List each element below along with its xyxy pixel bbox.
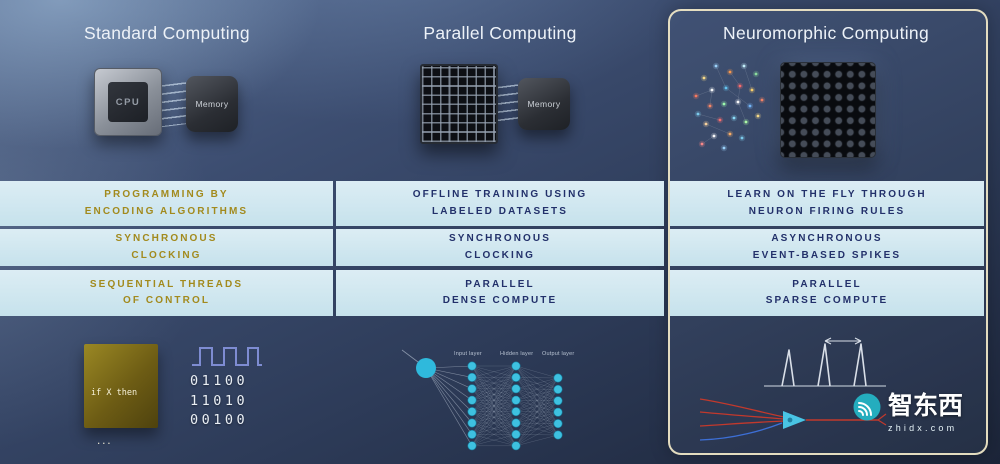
neural-network-svg: [401, 349, 563, 451]
memory-box-parallel: Memory: [518, 78, 570, 130]
cpu-die: CPU: [108, 82, 148, 122]
binary-line: 11010: [190, 392, 249, 409]
neural-network-figure: Input layer Hidden layer Output layer: [398, 334, 603, 460]
nn-layer-label: Output layer: [542, 351, 575, 357]
header-parallel-computing: Parallel Computing: [423, 23, 577, 43]
cpu-chip-figure: CPU: [94, 68, 162, 136]
code-snippet-figure: if X then ... else ...: [84, 344, 158, 447]
memory-label: Memory: [527, 99, 561, 109]
binary-line: 00100: [190, 412, 249, 429]
binary-line: 01100: [190, 373, 249, 389]
nn-layer-label: Input layer: [454, 351, 482, 357]
band-cell-standard-2: SYNCHRONOUS CLOCKING: [0, 229, 333, 266]
zhidx-logo-icon: [853, 393, 881, 421]
code-line: ...: [91, 436, 112, 447]
nn-layer-label: Hidden layer: [500, 351, 534, 357]
watermark-name: 智东西: [888, 391, 964, 420]
band-cell-parallel-1: OFFLINE TRAINING USING LABELED DATASETS: [336, 181, 664, 226]
band-cell-standard-1: PROGRAMMING BY ENCODING ALGORITHMS: [0, 181, 333, 226]
band-cell-standard-3: SEQUENTIAL THREADS OF CONTROL: [0, 270, 333, 316]
band-cell-parallel-3: PARALLEL DENSE COMPUTE: [336, 270, 664, 316]
manycore-chip-figure: [420, 64, 498, 144]
memory-box-standard: Memory: [186, 76, 238, 132]
memory-label: Memory: [195, 99, 229, 109]
band-cell-neuromorphic-1: LEARN ON THE FLY THROUGH NEURON FIRING R…: [670, 181, 984, 226]
watermark-domain: zhidx.com: [888, 422, 958, 433]
code-line: if X then: [91, 388, 138, 399]
header-standard-computing: Standard Computing: [84, 23, 250, 43]
neuron-cluster-svg: [692, 62, 766, 152]
binary-stream-figure: 01100 11010 00100: [190, 372, 248, 431]
band-cell-parallel-2: SYNCHRONOUS CLOCKING: [336, 229, 664, 266]
spike-train-figure: [764, 337, 886, 387]
band-cell-neuromorphic-3: PARALLEL SPARSE COMPUTE: [670, 270, 984, 316]
cpu-label: CPU: [115, 96, 141, 108]
clock-wave-icon: [192, 347, 262, 366]
band-cell-neuromorphic-2: ASYNCHRONOUS EVENT-BASED SPIKES: [670, 229, 984, 266]
watermark: 智东西 zhidx.com: [852, 392, 963, 433]
header-neuromorphic-computing: Neuromorphic Computing: [723, 23, 929, 43]
neuromorphic-chip-figure: [780, 62, 876, 158]
